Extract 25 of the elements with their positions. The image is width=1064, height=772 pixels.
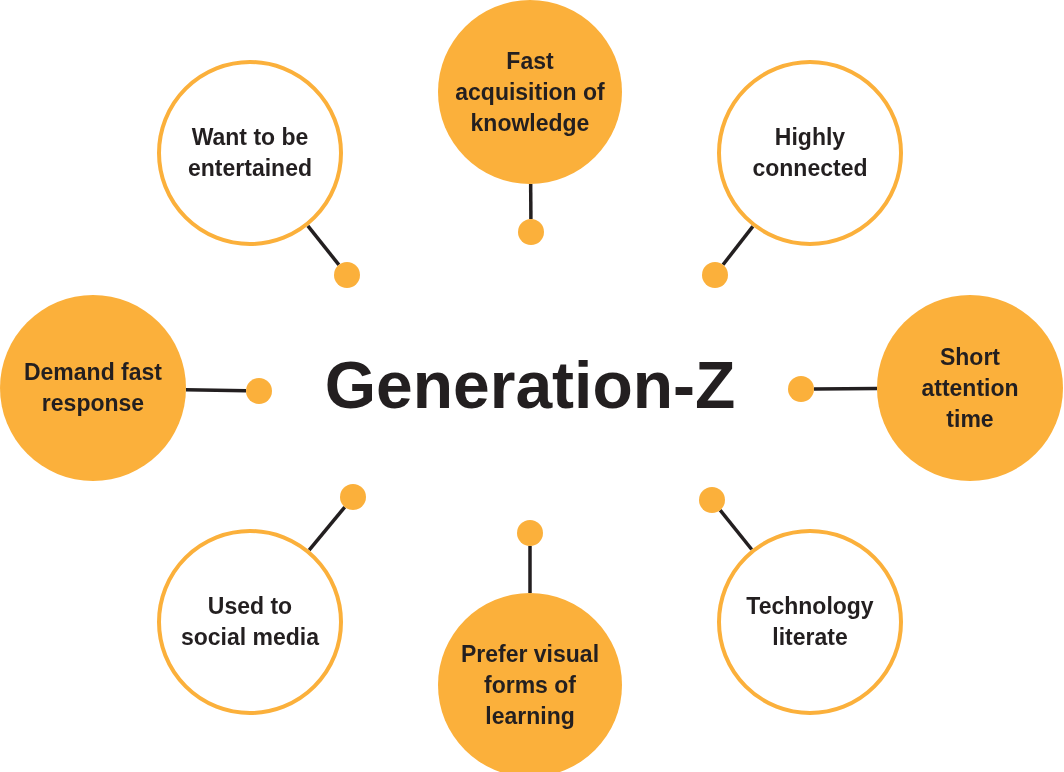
connector-line [185, 387, 247, 393]
node-label: Used to social media [179, 592, 321, 652]
connector-dot [246, 378, 272, 404]
node-label: Prefer visual forms of learning [459, 639, 601, 731]
node-label: Want to be entertained [187, 123, 313, 183]
node-label: Highly connected [751, 123, 869, 183]
connector-dot [334, 262, 360, 288]
connector-dot [702, 262, 728, 288]
connector-line [307, 505, 347, 552]
node-label: Demand fast response [22, 358, 163, 418]
title: Generation-Z [323, 347, 737, 424]
connector-dot [518, 219, 544, 245]
node-label: Technology literate [745, 592, 875, 652]
connector-line [814, 386, 877, 391]
connector-line [528, 546, 532, 593]
connector-dot [517, 520, 543, 546]
connector-dot [788, 376, 814, 402]
connector-dot [340, 484, 366, 510]
connector-line [528, 184, 533, 219]
connector-line [718, 509, 754, 551]
connector-line [306, 224, 341, 266]
node-label: Fast acquisition of knowledge [455, 46, 605, 138]
connector-dot [699, 487, 725, 513]
node-label: Short attention time [920, 342, 1020, 434]
connector-line [721, 225, 755, 266]
